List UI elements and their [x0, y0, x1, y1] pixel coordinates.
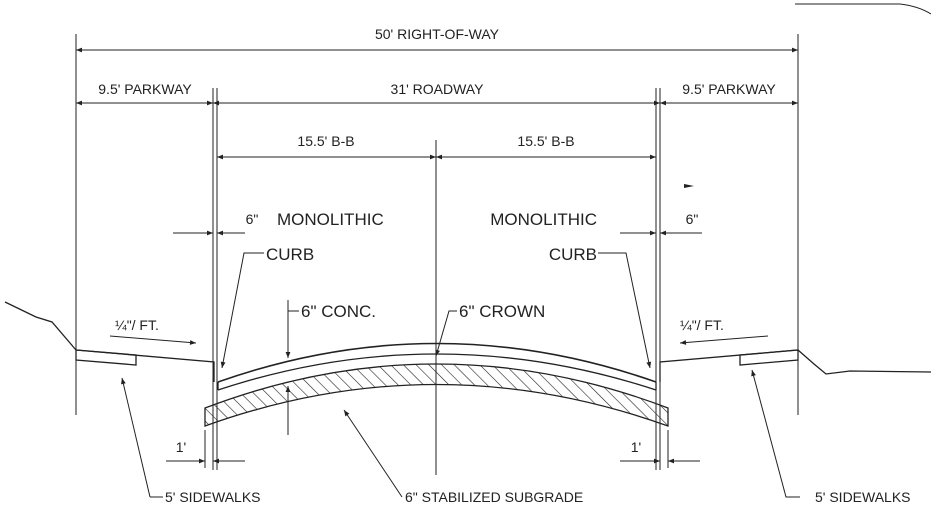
subgrade-leader: [343, 409, 403, 498]
sidewalk-right: [739, 349, 799, 366]
parkway-right-surface: [659, 349, 799, 382]
extension-lines: [75, 34, 799, 475]
bb-right-label: 15.5' B-B: [517, 133, 574, 149]
slope-right-label: ¼"/ FT.: [680, 317, 724, 333]
curb-right-leader: [598, 252, 652, 369]
base-ext-left-label: 1': [176, 439, 186, 455]
slope-right-fraction: ¼: [680, 317, 692, 333]
slope-left-label: ¼"/ FT.: [115, 317, 159, 333]
parkway-left-label: 9.5' PARKWAY: [98, 81, 192, 97]
right-of-way-label: 50' RIGHT-OF-WAY: [375, 26, 500, 42]
slope-left-unit: "/ FT.: [127, 317, 159, 333]
leader-lines: [121, 252, 800, 498]
subgrade-label: 6" STABILIZED SUBGRADE: [405, 489, 583, 505]
sidewalk-left: [75, 349, 137, 366]
ground-profile: [4, 301, 931, 382]
concrete-top-surface: [217, 342, 657, 383]
curb-left-label: CURB: [266, 245, 314, 264]
sidewalks-right-label: 5' SIDEWALKS: [815, 489, 911, 505]
sidewalks-left-label: 5' SIDEWALKS: [165, 489, 261, 505]
parkway-right-label: 9.5' PARKWAY: [682, 81, 776, 97]
curb-width-left-label: 6": [246, 211, 259, 227]
dimension-lines: [76, 47, 798, 464]
parkway-left-surface: [75, 349, 215, 382]
slope-left-fraction: ¼: [115, 317, 127, 333]
sidewalk-left-leader: [121, 377, 151, 498]
slope-arrow-left: [109, 335, 197, 345]
sidewalk-right-leader: [751, 369, 800, 498]
existing-ground-left: [4, 301, 77, 351]
crown-leader: [435, 310, 457, 357]
slope-right-unit: "/ FT.: [692, 317, 724, 333]
sheet-border-corner: [795, 3, 931, 15]
curb-right-label: CURB: [549, 245, 597, 264]
roadway-label: 31' ROADWAY: [391, 81, 485, 97]
stabilized-subgrade: [204, 363, 669, 427]
crown-label: 6" CROWN: [459, 302, 545, 321]
curb-width-right-label: 6": [686, 211, 699, 227]
curb-left-leader: [220, 252, 264, 369]
monolithic-right-label: MONOLITHIC: [490, 210, 597, 229]
concrete-label: 6" CONC.: [301, 302, 376, 321]
bb-left-label: 15.5' B-B: [297, 133, 354, 149]
monolithic-left-label: MONOLITHIC: [277, 210, 384, 229]
stray-arrowhead: [684, 184, 694, 188]
base-ext-right-label: 1': [631, 439, 641, 455]
existing-ground-right: [797, 349, 931, 375]
slope-arrow-right: [679, 335, 769, 345]
